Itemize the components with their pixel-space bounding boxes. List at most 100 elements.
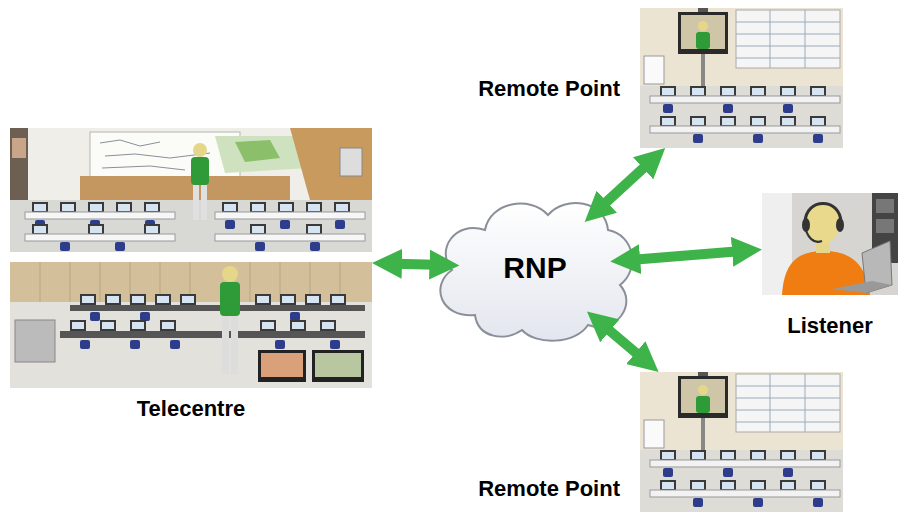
listener-picture xyxy=(876,199,894,213)
telecentre-room-top xyxy=(25,212,175,219)
listener-picture xyxy=(762,193,898,295)
telecentre-room-bottom xyxy=(330,340,340,349)
telecentre-room-bottom xyxy=(305,294,321,305)
telecentre-room-bottom xyxy=(312,350,364,382)
remote-point-box: Remote Point xyxy=(640,372,843,512)
telecentre-room-bottom xyxy=(140,312,150,321)
network-cloud: RNP xyxy=(430,190,640,345)
telecentre-room-bottom xyxy=(10,302,372,388)
telecentre-room-bottom xyxy=(231,316,238,374)
telecentre-room-top xyxy=(255,242,265,251)
telecentre-room-bottom xyxy=(315,353,361,377)
telecentre-room-top xyxy=(235,140,280,162)
double-arrow xyxy=(598,320,648,363)
telecentre-room-bottom xyxy=(290,320,306,331)
telecentre-room-bottom xyxy=(290,312,300,321)
telecentre-room-top xyxy=(88,224,104,235)
telecentre-room-bottom xyxy=(70,262,71,302)
listener-picture xyxy=(876,219,894,233)
telecentre-room-top xyxy=(225,220,235,229)
telecentre-room-bottom xyxy=(320,320,336,331)
telecentre-room-top xyxy=(215,234,365,241)
telecentre-room-bottom xyxy=(155,294,171,305)
telecentre-room-bottom xyxy=(105,294,121,305)
telecentre-room-top xyxy=(28,128,372,200)
telecentre-room-top xyxy=(100,140,160,146)
telecentre-room-top xyxy=(290,128,372,200)
telecentre-room-top xyxy=(250,224,266,235)
telecentre-room-top xyxy=(191,157,209,185)
telecentre-room-bottom xyxy=(255,294,271,305)
telecentre-room-top xyxy=(116,202,132,213)
place-label: Listener xyxy=(787,313,873,339)
telecentre-room-bottom xyxy=(222,316,229,374)
telecentre-room-top xyxy=(80,176,290,200)
telecentre-room-bottom xyxy=(130,320,146,331)
telecentre-room-top xyxy=(306,202,322,213)
telecentre-room-top xyxy=(144,224,160,235)
telecentre-room-bottom xyxy=(70,320,86,331)
telecentre-room-top xyxy=(340,148,362,176)
telecentre-room-top xyxy=(32,202,48,213)
cloud-outline xyxy=(440,203,632,341)
telecentre-room-top xyxy=(60,202,76,213)
telecentre-room-bottom xyxy=(100,262,101,302)
telecentre-room-bottom xyxy=(280,294,296,305)
telecentre-room-bottom xyxy=(80,340,90,349)
telecentre-room-bottom xyxy=(180,294,196,305)
telecentre-room-top xyxy=(310,242,320,251)
telecentre-room-bottom xyxy=(60,331,365,338)
telecentre-room-bottom xyxy=(275,340,285,349)
telecentre-room-bottom xyxy=(250,262,251,302)
telecentre-room-bottom xyxy=(80,294,96,305)
telecentre-room-bottom xyxy=(260,320,276,331)
telecentre-room-top xyxy=(334,202,350,213)
telecentre-room-top xyxy=(10,128,372,252)
listener-picture xyxy=(805,204,841,224)
telecentre-room-top xyxy=(115,242,125,251)
telecentre-room-top xyxy=(222,202,238,213)
remote-point-box: Remote Point xyxy=(640,8,843,148)
telecentre-room-top xyxy=(193,143,207,157)
double-arrow xyxy=(624,251,748,261)
remote-point-picture xyxy=(640,8,843,148)
place-label: Telecentre xyxy=(137,396,245,422)
telecentre-room-top xyxy=(201,185,207,220)
telecentre-room-bottom xyxy=(40,262,41,302)
telecentre-room-bottom xyxy=(15,320,55,362)
telecentre-room-top xyxy=(193,185,199,220)
telecentre-room-top xyxy=(88,202,104,213)
listener-picture xyxy=(832,281,892,293)
telecentre-room-bottom xyxy=(170,340,180,349)
telecentre-room-bottom xyxy=(90,312,100,321)
telecentre-room-bottom xyxy=(258,350,306,382)
listener-picture xyxy=(762,193,898,295)
listener-picture xyxy=(806,202,840,244)
network-name: RNP xyxy=(503,250,566,286)
listener-picture xyxy=(836,218,844,232)
telecentre-room-top xyxy=(250,202,266,213)
place-label: Remote Point xyxy=(478,76,620,102)
telecentre-room-bottom xyxy=(10,262,372,388)
telecentre-room-bottom xyxy=(330,294,346,305)
telecentre-room-top xyxy=(278,202,294,213)
telecentre-room-bottom xyxy=(261,353,303,377)
telecentre-room-top xyxy=(102,166,185,170)
telecentre-room-bottom xyxy=(160,320,176,331)
place-label: Remote Point xyxy=(478,476,620,502)
telecentre-room-bottom xyxy=(100,320,116,331)
listener-picture xyxy=(802,218,810,232)
telecentre-room-bottom xyxy=(222,266,238,282)
telecentre-room-top xyxy=(25,234,175,241)
telecentre-room-top xyxy=(335,220,345,229)
telecentre-room-top xyxy=(280,220,290,229)
telecentre-room-top xyxy=(215,212,365,219)
telecentre-room-bottom xyxy=(130,340,140,349)
remote-point-picture xyxy=(640,372,843,512)
double-arrow xyxy=(595,157,655,212)
telecentre-room-top xyxy=(32,224,48,235)
telecentre-room-bottom xyxy=(130,294,146,305)
telecentre-room-top xyxy=(144,202,160,213)
